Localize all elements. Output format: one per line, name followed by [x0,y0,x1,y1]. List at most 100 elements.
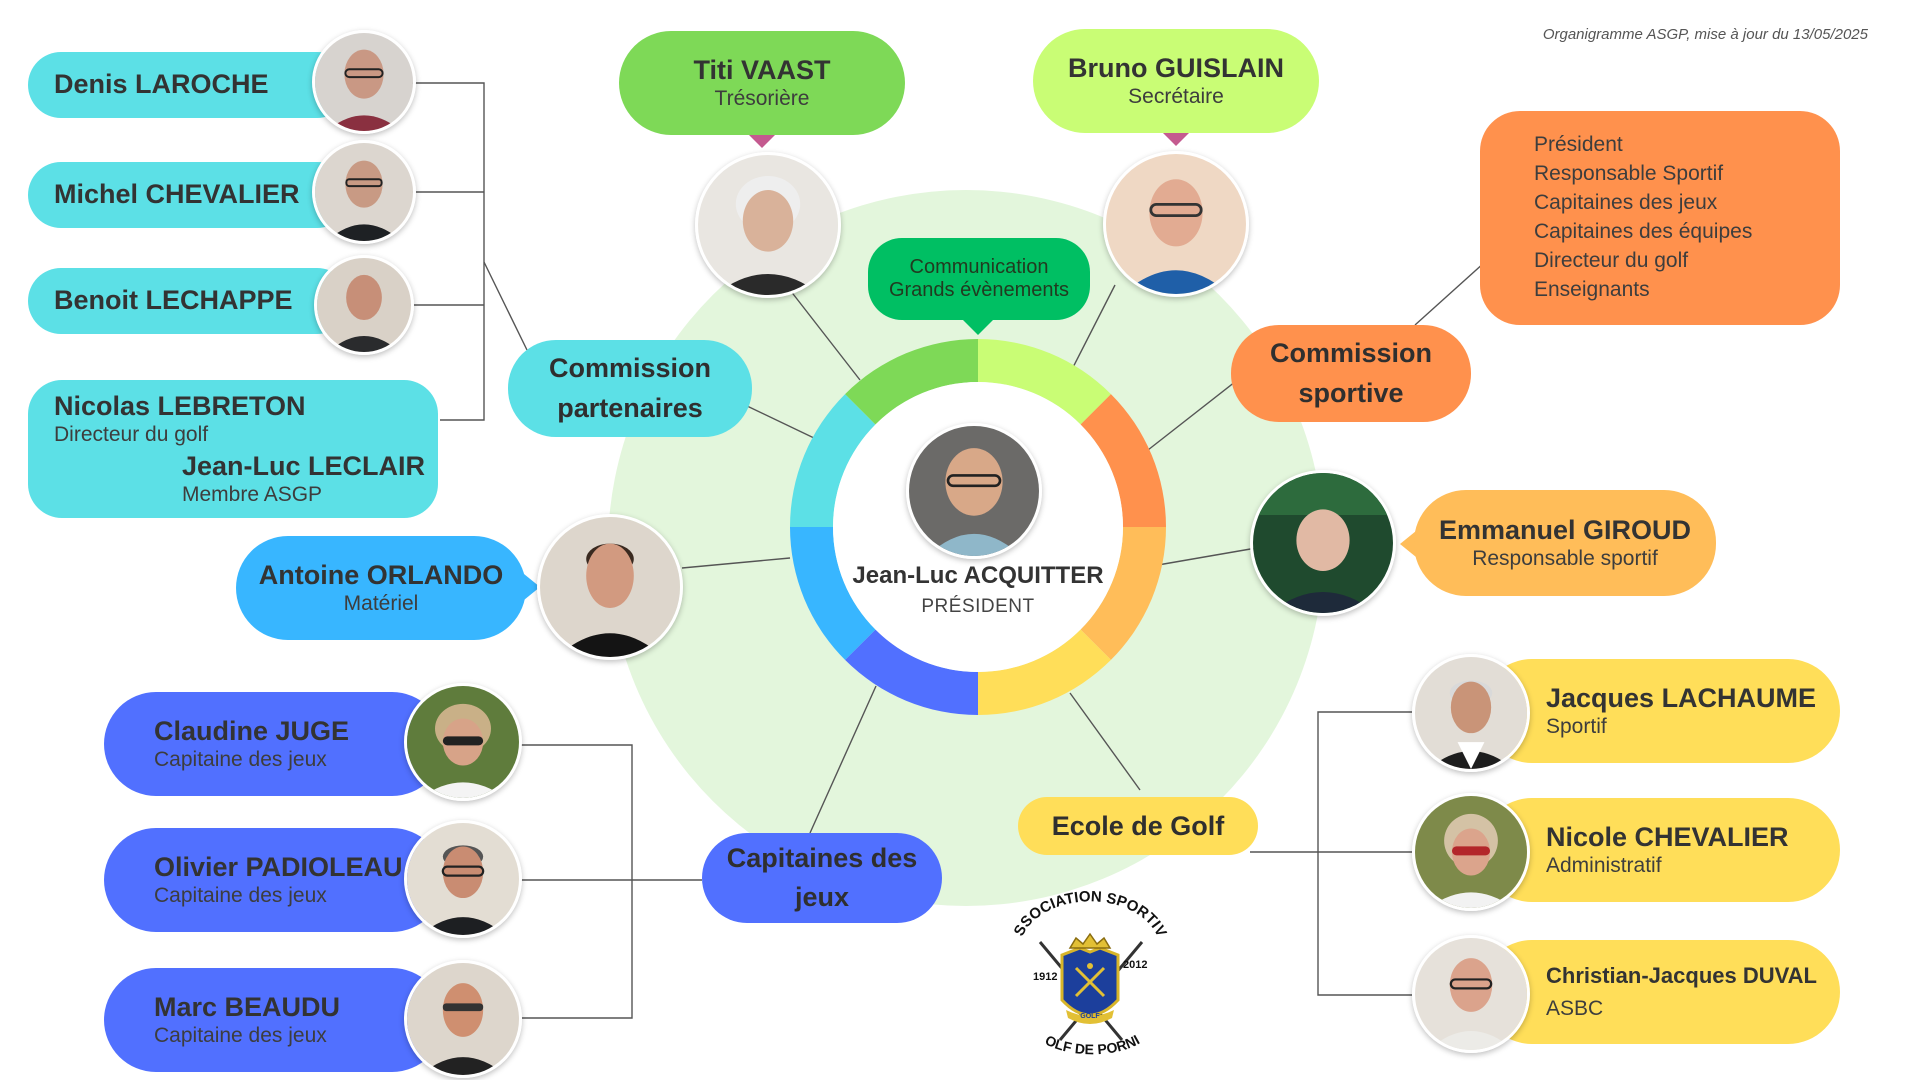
president-role: PRÉSIDENT [921,596,1035,617]
partner-member-3: Benoit LECHAPPE [28,268,350,334]
school-member-3-role: ASBC [1546,997,1604,1021]
portrait-photo-icon [698,155,838,295]
captain-1-role: Capitaine des jeux [154,747,327,771]
partner-group: Nicolas LEBRETON Directeur du golf Jean-… [28,380,438,518]
school-member-1-name: Jacques LACHAUME [1546,682,1817,713]
sport-member-4: Capitaines des équipes [1534,220,1753,243]
captain-2-name: Olivier PADIOLEAU [154,851,403,882]
portrait-photo-icon [1106,154,1246,294]
president-photo [906,423,1042,559]
game-captains-commission: Capitaines des jeux [702,833,942,923]
partner-member-1-photo [312,30,416,134]
sport-member-5: Directeur du golf [1534,248,1689,272]
ring-segment-light-orange [1080,527,1166,660]
school-member-1-role: Sportif [1546,714,1607,738]
secretary-bubble: Bruno GUISLAIN Secrétaire [1033,29,1319,133]
portrait-photo-icon [1415,796,1527,908]
partner-member-1-name: Denis LAROCHE [54,69,269,100]
partner-member-3-photo [314,255,414,355]
sport-title-line2: sportive [1298,377,1404,408]
captain-3-photo [404,960,522,1078]
partner-group-role-1: Directeur du golf [54,422,209,446]
captain-3-name: Marc BEAUDU [154,991,341,1022]
portrait-photo-icon [540,517,680,657]
captains-title-line1: Capitaines des [726,842,918,873]
treasurer-pointer [749,135,775,148]
partner-group-name-2: Jean-Luc LECLAIR [182,451,426,481]
material-pointer [524,574,540,600]
captain-1: Claudine JUGE Capitaine des jeux [104,692,444,796]
captains-title-line2: jeux [794,882,849,912]
school-member-1-photo [1412,654,1530,772]
golf-club-crest-icon: ASSOCIATION SPORTIVE GOLF 1912 2012 GOLF… [995,867,1170,1057]
secretary-pointer [1163,133,1189,146]
portrait-photo-icon [407,823,519,935]
partner-member-2-name: Michel CHEVALIER [54,179,300,210]
portrait-photo-icon [1415,938,1527,1050]
captain-3-role: Capitaine des jeux [154,1023,327,1047]
ring-segment-orange [1080,394,1166,527]
partner-group-role-2: Membre ASGP [182,483,323,507]
material-photo [537,514,683,660]
portrait-photo-icon [407,963,519,1075]
partner-group-name-1: Nicolas LEBRETON [54,390,306,421]
partner-member-2: Michel CHEVALIER [28,162,350,228]
communication-pointer [963,320,993,335]
update-note: Organigramme ASGP, mise à jour du 13/05/… [1542,26,1868,43]
captain-2-role: Capitaine des jeux [154,883,327,907]
sport-member-3: Capitaines des jeux [1534,191,1718,215]
captain-2: Olivier PADIOLEAU Capitaine des jeux [104,828,444,932]
svg-text:1912: 1912 [1033,971,1057,983]
sport-manager-role: Responsable sportif [1472,546,1658,570]
treasurer-role: Trésorière [714,86,810,110]
golf-club-logo: ASSOCIATION SPORTIVE GOLF 1912 2012 GOLF… [995,867,1180,1065]
captain-1-name: Claudine JUGE [154,715,350,746]
ring-segment-blue [790,527,876,660]
captain-3: Marc BEAUDU Capitaine des jeux [104,968,444,1072]
president-name: Jean-Luc ACQUITTER [852,562,1104,589]
treasurer-bubble: Titi VAAST Trésorière [619,31,905,135]
sport-member-1: Président [1534,133,1623,157]
svg-text:GOLF: GOLF [1080,1013,1100,1020]
sport-manager-bubble: Emmanuel GIROUD Responsable sportif [1414,490,1716,596]
sport-title-line1: Commission [1269,338,1433,369]
secretary-role: Secrétaire [1128,84,1224,108]
portrait-photo-icon [315,143,413,241]
partners-commission: Commission partenaires [508,340,752,437]
school-member-3-photo [1412,935,1530,1053]
portrait-photo-icon [909,426,1039,556]
captain-2-photo [404,820,522,938]
treasurer-name: Titi VAAST [693,54,831,85]
school-member-2: Nicole CHEVALIER Administratif [1480,798,1840,902]
sport-manager-pointer [1400,531,1416,557]
material-name: Antoine ORLANDO [258,559,504,590]
sport-member-6: Enseignants [1534,277,1650,301]
partner-member-3-name: Benoit LECHAPPE [54,285,293,316]
president-label: Jean-Luc ACQUITTER PRÉSIDENT [833,562,1123,618]
sport-commission: Commission sportive [1231,325,1471,422]
material-bubble: Antoine ORLANDO Matériel [236,536,526,640]
ring-segment-cyan [790,394,876,527]
svg-text:2012: 2012 [1123,959,1147,971]
ring-segment-yellow [978,629,1111,715]
material-role: Matériel [343,591,419,615]
partner-member-1: Denis LAROCHE [28,52,350,118]
captain-1-photo [404,683,522,801]
partners-title-line1: Commission [548,353,712,384]
communication-line1: Communication [909,256,1049,278]
golf-school-commission: Ecole de Golf [1018,797,1258,855]
treasurer-photo [695,152,841,298]
ring-segment-indigo [845,629,978,715]
sport-manager-name: Emmanuel GIROUD [1438,514,1692,545]
portrait-photo-icon [317,258,411,352]
school-member-2-role: Administratif [1546,853,1662,877]
portrait-photo-icon [1253,473,1393,613]
school-member-3: Christian-Jacques DUVAL ASBC [1480,940,1840,1044]
portrait-photo-icon [1415,657,1527,769]
school-member-2-name: Nicole CHEVALIER [1546,821,1789,852]
secretary-name: Bruno GUISLAIN [1068,52,1284,83]
sport-commission-members: Président Responsable Sportif Capitaines… [1480,111,1840,325]
portrait-photo-icon [407,686,519,798]
